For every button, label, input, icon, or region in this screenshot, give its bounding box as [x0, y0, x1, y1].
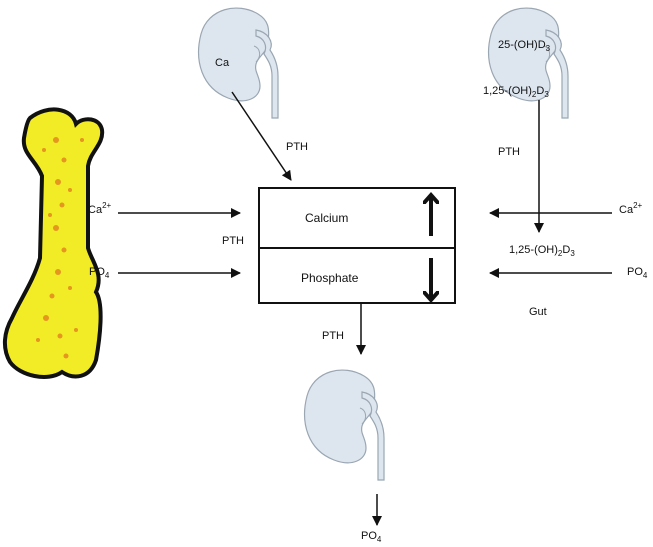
vitd-precursor-label: 25-(OH)D3: [498, 39, 551, 53]
bone-pth-label: PTH: [222, 235, 244, 247]
excretion-pth-label: PTH: [322, 330, 344, 342]
kidney-icon: [303, 369, 385, 481]
kidney-ca-label: Ca: [215, 57, 230, 69]
kidney-pth-label: PTH: [286, 141, 308, 153]
bone-po4-label: PO4: [89, 266, 110, 280]
urine-po4-label: PO4: [361, 530, 382, 544]
vitd-active-label: 1,25-(OH)2D3: [483, 85, 549, 99]
phosphate-label: Phosphate: [301, 271, 359, 285]
bone-icon: [3, 107, 105, 379]
gut-ca-label: Ca2+: [619, 201, 643, 217]
vitd-pth-label: PTH: [498, 146, 520, 158]
calcium-label: Calcium: [305, 211, 349, 225]
calcium-phosphate-box: [258, 187, 456, 304]
gut-vitd-label: 1,25-(OH)2D3: [509, 244, 575, 258]
kidney-icon: [487, 7, 569, 119]
gut-label: Gut: [529, 306, 547, 318]
arrow-kidney-ca: [231, 91, 292, 181]
bone-ca-label: Ca2+: [88, 201, 112, 217]
gut-po4-label: PO4: [627, 266, 648, 280]
